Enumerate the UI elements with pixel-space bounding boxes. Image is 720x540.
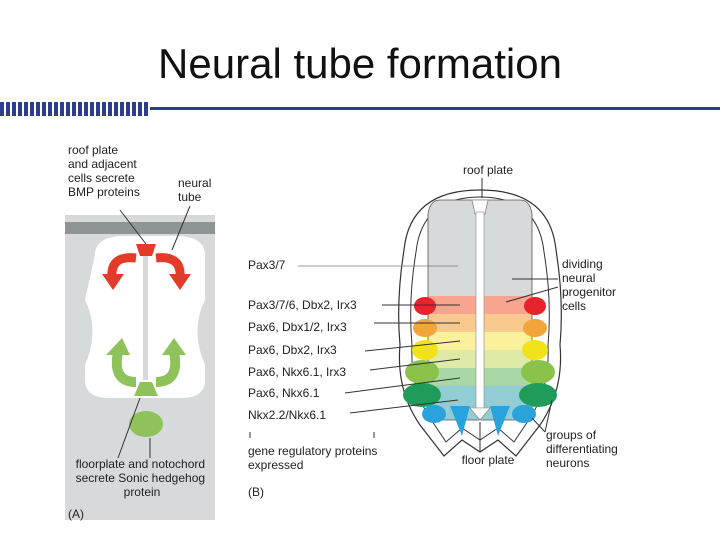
- dividing-label-line-2: neural: [562, 271, 595, 285]
- neuron-group-left-4: [405, 360, 439, 384]
- panel-a-bmp-arrowhead-right: [169, 274, 191, 290]
- dividing-label-line-1: dividing: [562, 257, 603, 271]
- panel-b-roof-plate: [471, 199, 489, 215]
- panel-a-surface-ectoderm: [65, 222, 215, 234]
- panel-b-label: (B): [248, 485, 264, 499]
- roof-note-line-4: BMP proteins: [68, 185, 140, 199]
- neuron-group-left-1: [414, 297, 436, 315]
- panel-a-bmp-arrowhead-left: [102, 274, 124, 290]
- gene-leader-4: [364, 340, 461, 352]
- neuron-group-right-6: [512, 405, 536, 423]
- dividing-label-line-4: cells: [562, 299, 586, 313]
- gene-label-7: Nkx2.2/Nkx6.1: [248, 408, 326, 422]
- gene-list: Pax3/7 Pax3/7/6, Dbx2, Irx3 Pax6, Dbx1/2…: [248, 258, 360, 422]
- gene-footer-line-2: expressed: [248, 458, 303, 472]
- panel-b-ventral-tip-right: [490, 406, 510, 436]
- gene-footer: gene regulatory proteins expressed: [248, 444, 381, 472]
- neuron-group-left-6: [422, 405, 446, 423]
- title-bar-line: [150, 107, 720, 110]
- neuron-group-left-5: [403, 383, 441, 407]
- panel-b: Pax3/7 Pax3/7/6, Dbx2, Irx3 Pax6, Dbx1/2…: [248, 163, 621, 499]
- floor-note-line-1: floorplate and notochord: [76, 457, 205, 471]
- gene-label-2: Pax3/7/6, Dbx2, Irx3: [248, 298, 357, 312]
- dividing-leader-2: [505, 286, 559, 303]
- gene-leader-7: [349, 399, 459, 414]
- panel-a-neural-tube-label: neural tube: [178, 176, 215, 204]
- floor-note-line-2: secrete Sonic hedgehog: [76, 471, 205, 485]
- neuron-group-right-3: [522, 340, 548, 360]
- neuron-group-right-5: [519, 383, 557, 407]
- panel-a-shh-arrowhead-right: [162, 338, 186, 355]
- gene-label-4: Pax6, Dbx2, Irx3: [248, 343, 337, 357]
- roof-note-line-3: cells secrete: [68, 171, 135, 185]
- neuron-group-left-2: [413, 319, 437, 337]
- panel-a-roof-plate: [136, 244, 156, 256]
- neuron-group-right-4: [521, 360, 555, 384]
- panel-a-floor-leader: [117, 397, 141, 459]
- roof-note-line-1: roof plate: [68, 143, 118, 157]
- floor-plate-label: floor plate: [462, 453, 515, 467]
- neural-tube-label-line-2: tube: [178, 190, 202, 204]
- roof-note-line-2: and adjacent: [68, 157, 137, 171]
- panel-a-shh-arrow-left: [111, 351, 137, 387]
- panel-a-roof-leader: [119, 209, 147, 245]
- gene-label-3: Pax6, Dbx1/2, Irx3: [248, 320, 347, 334]
- gene-label-6: Pax6, Nkx6.1: [248, 386, 320, 400]
- slide-title: Neural tube formation: [158, 40, 562, 87]
- neural-tube-label-line-1: neural: [178, 176, 211, 190]
- gene-label-1: Pax3/7: [248, 258, 286, 272]
- panel-a-tube-leader: [171, 205, 191, 251]
- gene-footer-line-1: gene regulatory proteins: [248, 444, 377, 458]
- gene-leader-6: [344, 377, 461, 394]
- dividing-label-line-3: progenitor: [562, 285, 616, 299]
- panel-a-shh-arrow-right: [155, 351, 181, 387]
- neuron-groups-label: groups of differentiating neurons: [546, 428, 621, 470]
- groups-label-line-1: groups of: [546, 428, 597, 442]
- gene-label-5: Pax6, Nkx6.1, Irx3: [248, 365, 346, 379]
- groups-leader-2: [531, 417, 546, 433]
- panel-a-central-canal: [143, 250, 148, 380]
- floor-note-line-3: protein: [124, 485, 161, 499]
- neuron-group-right-1: [524, 297, 546, 315]
- neuron-group-right-2: [523, 319, 547, 337]
- panel-a: roof plate and adjacent cells secrete BM…: [65, 143, 215, 521]
- panel-a-shh-arrowhead-left: [106, 338, 130, 355]
- panel-a-floorplate-note: floorplate and notochord secrete Sonic h…: [76, 457, 209, 499]
- panel-a-notochord: [129, 411, 163, 437]
- title-bar-checker: [0, 102, 150, 116]
- panel-b-central-canal: [475, 211, 485, 409]
- panel-a-floor-plate: [134, 382, 158, 396]
- panel-b-floor-plate: [469, 407, 491, 421]
- groups-label-line-3: neurons: [546, 456, 589, 470]
- panel-b-ventral-tip-left: [450, 406, 470, 436]
- gene-leader-5: [369, 358, 461, 371]
- roof-plate-label: roof plate: [463, 163, 513, 177]
- groups-label-line-2: differentiating: [546, 442, 618, 456]
- title-underline-bar: [0, 102, 720, 116]
- dividing-cells-label: dividing neural progenitor cells: [562, 257, 619, 313]
- neuron-group-left-3: [412, 340, 438, 360]
- panel-a-roof-plate-note: roof plate and adjacent cells secrete BM…: [68, 143, 140, 199]
- panel-a-label: (A): [68, 507, 84, 521]
- groups-leader-1: [544, 399, 553, 433]
